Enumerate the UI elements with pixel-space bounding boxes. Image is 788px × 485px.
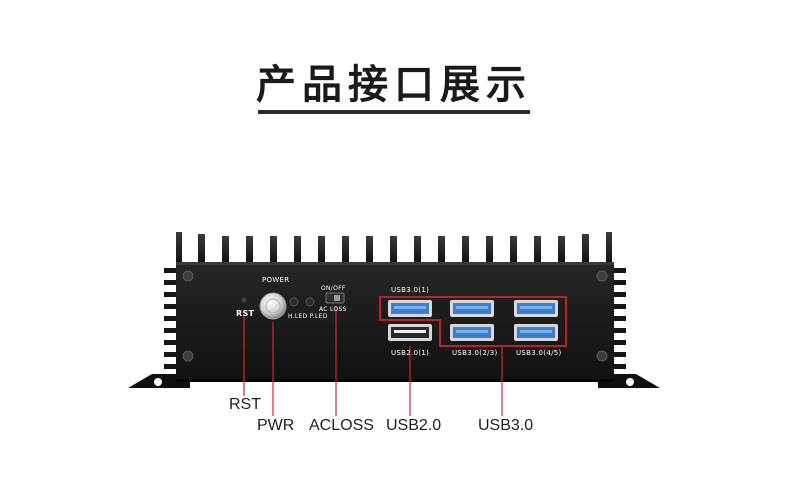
usb30-port-4	[514, 300, 558, 317]
switch-bottom-label: AC LOSS	[319, 306, 347, 313]
power-button	[259, 292, 287, 320]
callout-usb3: USB3.0	[478, 417, 534, 434]
reset-pinhole	[241, 297, 247, 303]
switch-top-label: ON/OFF	[321, 285, 346, 292]
callout-usb2: USB2.0	[386, 417, 442, 434]
usb30-45-label: USB3.0(4/5)	[516, 349, 562, 357]
heatsink-fins-left	[164, 268, 178, 369]
title-underline	[258, 110, 530, 114]
led-labels: H.LED P.LED	[288, 313, 328, 320]
usb20-1-label: USB2.0(1)	[391, 349, 430, 357]
usb30-port-3	[450, 324, 494, 341]
usb30-port-2	[450, 300, 494, 317]
callout-rst: RST	[229, 396, 261, 413]
heatsink-fins-right	[612, 268, 626, 369]
corner-screws	[182, 270, 608, 362]
usb30-port-1	[388, 300, 432, 317]
callout-lines	[243, 306, 503, 416]
usb30-1-label: USB3.0(1)	[391, 286, 430, 294]
page-title: 产品接口展示	[256, 62, 532, 108]
usb30-highlight-box	[379, 296, 567, 347]
chassis-body	[176, 262, 614, 382]
callout-acloss: ACLOSS	[309, 417, 374, 434]
callout-pwr: PWR	[257, 417, 295, 434]
power-led-icon	[305, 297, 315, 307]
power-label: POWER	[262, 276, 290, 284]
heatsink-fins-top	[176, 232, 612, 266]
usb30-23-label: USB3.0(2/3)	[452, 349, 498, 357]
usb30-port-5	[514, 324, 558, 341]
rst-label: RST	[236, 309, 255, 318]
mounting-bracket-left	[128, 374, 190, 388]
usb20-port-1	[388, 324, 432, 341]
hdd-led-icon	[289, 297, 299, 307]
